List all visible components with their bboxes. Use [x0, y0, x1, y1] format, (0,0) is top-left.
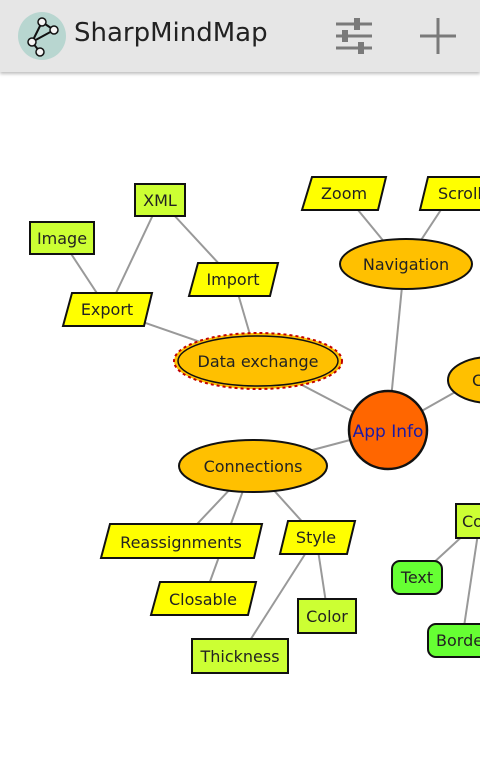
node-hub-navigation[interactable]: Navigation: [339, 238, 473, 290]
app-title: SharpMindMap: [74, 18, 268, 48]
node-label: XML: [143, 191, 177, 210]
action-bar: SharpMindMap: [0, 0, 480, 72]
node-label: Navigation: [363, 255, 449, 274]
node-leaf-thickness[interactable]: Thickness: [191, 638, 289, 674]
node-label: Data exchange: [198, 352, 319, 371]
node-label: App Info: [353, 422, 424, 442]
node-label: Closable: [169, 590, 237, 609]
node-label: Color: [306, 607, 348, 626]
settings-sliders-icon[interactable]: [332, 14, 376, 58]
node-leaf-reassignments[interactable]: Reassignments: [99, 523, 264, 559]
node-label: C: [472, 371, 480, 390]
node-leaf-xml[interactable]: XML: [134, 183, 186, 217]
node-hub-data-exchange[interactable]: Data exchange: [173, 332, 343, 390]
node-leaf-scroll[interactable]: Scroll: [418, 176, 480, 211]
mindmap-canvas[interactable]: App Info Data exchange Navigation Connec…: [0, 72, 480, 762]
node-leaf-export[interactable]: Export: [61, 292, 154, 327]
mindmap-svg[interactable]: App Info Data exchange Navigation Connec…: [0, 72, 480, 762]
node-label: Zoom: [321, 184, 367, 203]
node-label: Import: [206, 270, 259, 289]
node-label: Image: [37, 229, 87, 248]
node-leaf-co[interactable]: Co: [455, 503, 480, 539]
node-hub-connections[interactable]: Connections: [178, 439, 328, 493]
node-hub-offscreen[interactable]: C: [447, 356, 480, 404]
node-leaf-import[interactable]: Import: [187, 262, 280, 297]
node-label: Reassignments: [120, 533, 242, 552]
node-leaf-zoom[interactable]: Zoom: [300, 176, 388, 211]
node-label: Thickness: [199, 647, 279, 666]
node-label: Style: [296, 528, 336, 547]
node-leaf-style[interactable]: Style: [278, 520, 357, 555]
node-label: Scroll: [438, 184, 480, 203]
node-leaf-text[interactable]: Text: [391, 560, 443, 595]
node-leaf-color[interactable]: Color: [297, 598, 357, 634]
node-root-app-info[interactable]: App Info: [347, 389, 429, 471]
node-label: Borde: [436, 631, 480, 650]
node-leaf-closable[interactable]: Closable: [149, 581, 258, 616]
node-label: Export: [81, 300, 133, 319]
add-icon[interactable]: [416, 14, 460, 58]
node-leaf-image[interactable]: Image: [29, 221, 95, 255]
node-label: Connections: [204, 457, 303, 476]
node-label: Co: [462, 512, 480, 531]
node-leaf-border[interactable]: Borde: [427, 623, 480, 658]
mindmap-app-icon[interactable]: [18, 12, 66, 60]
node-label: Text: [400, 568, 433, 587]
